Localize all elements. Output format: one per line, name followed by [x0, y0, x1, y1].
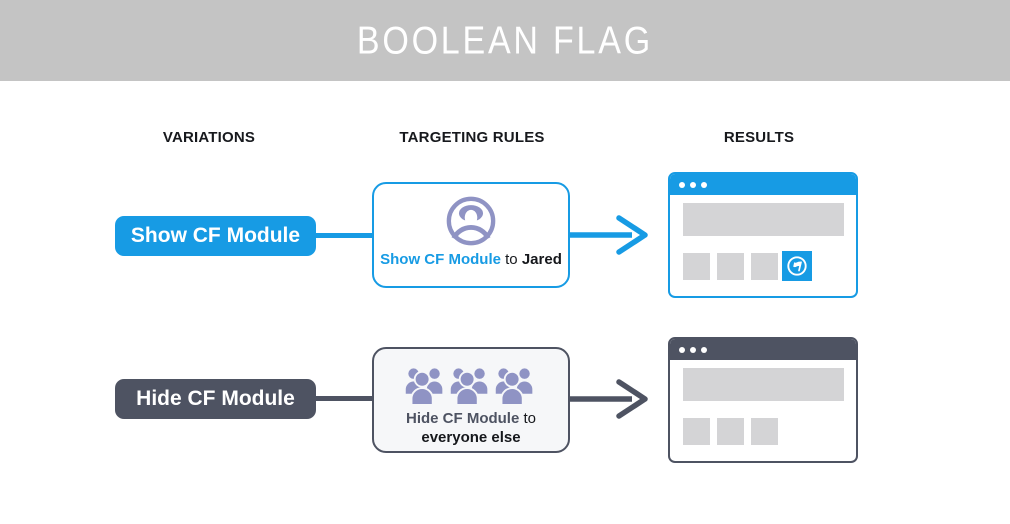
flag-circle-icon	[787, 256, 807, 276]
arrow-right-icon	[570, 379, 648, 419]
rule-description: Show CF Module to Jared	[380, 250, 562, 269]
thumbnail-placeholder	[717, 252, 744, 280]
content-placeholder-block	[683, 203, 844, 236]
cf-module-tile	[782, 251, 812, 281]
rule-joiner: to	[505, 251, 518, 268]
page-title: BOOLEAN FLAG	[356, 18, 654, 62]
rule-flag-name: Hide CF Module	[405, 410, 520, 427]
window-dot-icon	[690, 346, 696, 353]
browser-title-bar	[670, 339, 856, 360]
window-dot-icon	[679, 181, 685, 188]
result-browser-module-hidden	[668, 337, 858, 463]
rule-description: Hide CF Module to everyone else	[406, 409, 536, 447]
title-bar: BOOLEAN FLAG	[0, 0, 1010, 81]
window-dot-icon	[701, 346, 707, 353]
arrow-right-icon	[570, 215, 648, 255]
thumbnail-placeholder	[751, 417, 778, 445]
variation-pill-hide: Hide CF Module	[115, 379, 316, 419]
browser-title-bar	[670, 174, 856, 195]
column-header-targeting-rules: TARGETING RULES	[399, 129, 545, 146]
targeting-rule-card-show: Show CF Module to Jared	[372, 182, 570, 288]
connector-line	[316, 396, 372, 401]
rule-audience: Jared	[521, 251, 562, 268]
thumbnail-placeholder	[717, 417, 744, 445]
thumbnail-placeholder	[683, 417, 710, 445]
crowd-icon	[404, 366, 534, 404]
content-placeholder-block	[683, 368, 844, 401]
thumbnail-row	[683, 416, 844, 446]
rule-joiner: to	[523, 410, 536, 427]
targeting-rule-card-hide: Hide CF Module to everyone else	[372, 347, 570, 453]
thumbnail-placeholder	[683, 252, 710, 280]
variation-pill-show: Show CF Module	[115, 216, 316, 256]
window-dot-icon	[701, 181, 707, 188]
rule-audience: everyone else	[421, 429, 521, 446]
rule-flag-name: Show CF Module	[380, 251, 501, 268]
connector-line	[316, 233, 372, 238]
window-dot-icon	[690, 181, 696, 188]
window-dot-icon	[679, 346, 685, 353]
column-header-variations: VARIATIONS	[162, 129, 256, 146]
result-browser-module-shown	[668, 172, 858, 298]
column-header-results: RESULTS	[723, 129, 795, 146]
single-user-icon	[446, 196, 496, 246]
thumbnail-placeholder	[751, 252, 778, 280]
thumbnail-row	[683, 251, 844, 281]
